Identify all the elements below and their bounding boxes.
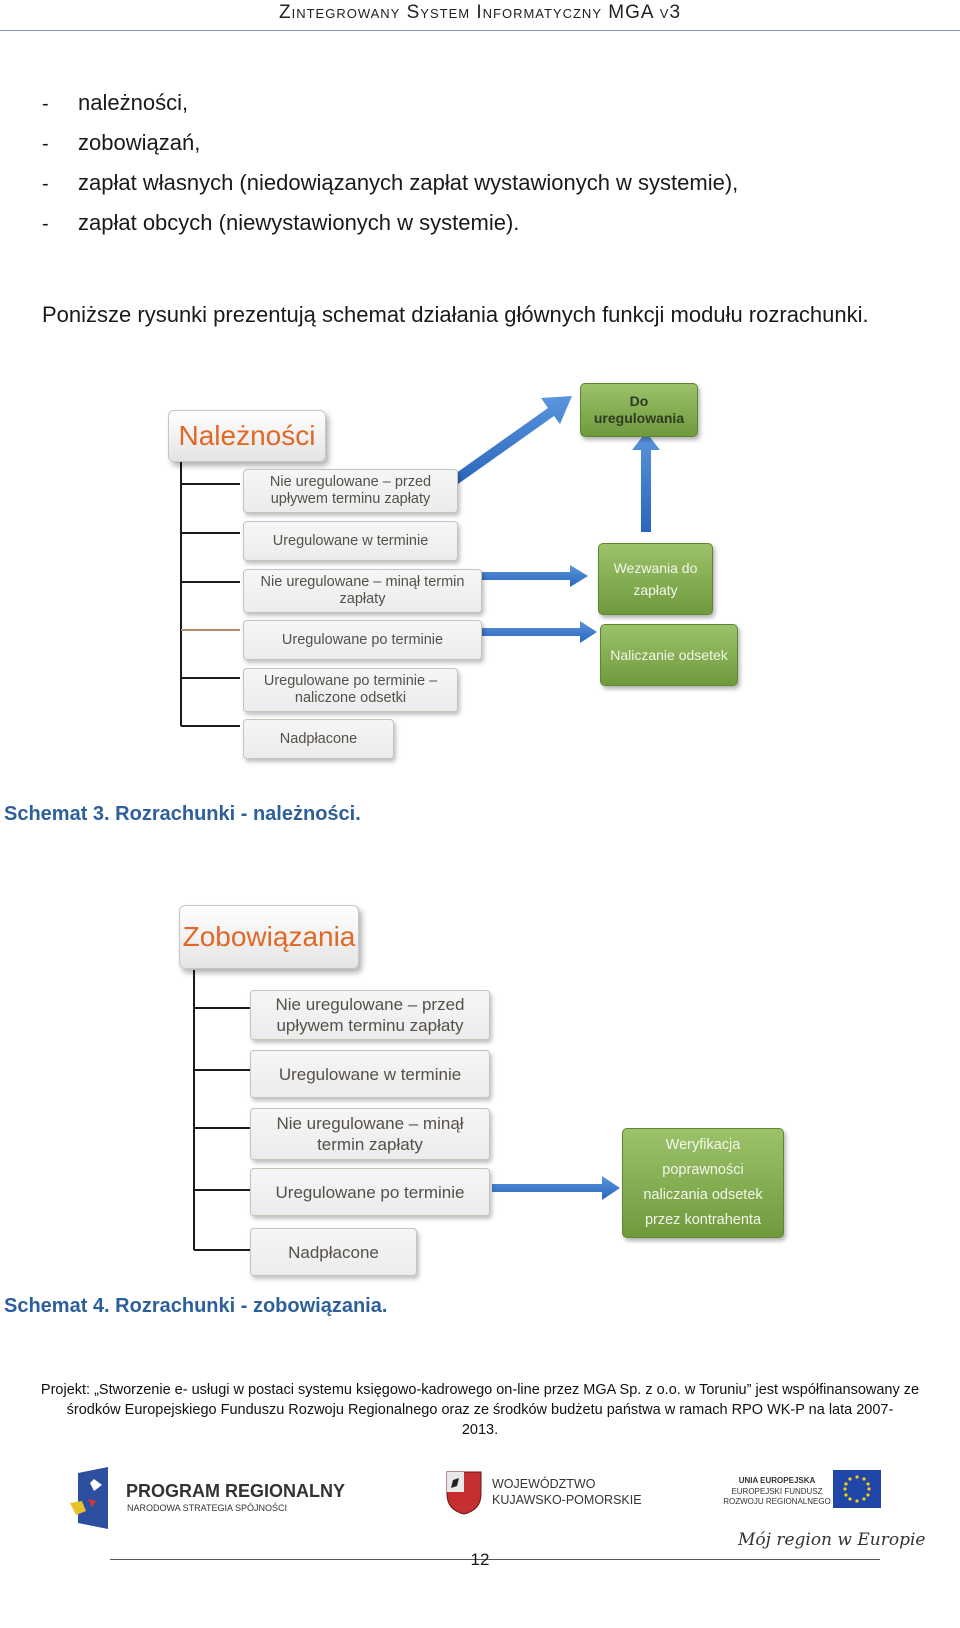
schema-3-target-wezwania: Wezwania do zapłaty: [598, 543, 713, 615]
footer-line: środków Europejskiego Funduszu Rozwoju R…: [66, 1402, 894, 1418]
bullet-dash: -: [42, 173, 49, 195]
bullet-dash: -: [42, 93, 49, 115]
schema-3-node: Uregulowane w terminie: [243, 521, 458, 561]
program-regionalny-subtitle: NARODOWA STRATEGIA SPÓJNOŚCI: [127, 1503, 288, 1513]
bullet-dash: -: [42, 133, 49, 155]
page-number: 12: [470, 1550, 490, 1569]
program-regionalny-logo-icon: [70, 1467, 108, 1529]
schema-3-node: Nie uregulowane – minął termin zapłaty: [243, 569, 482, 613]
schema-3-node: Nie uregulowane – przed upływem terminu …: [243, 469, 458, 513]
program-regionalny-title: PROGRAM REGIONALNY: [126, 1481, 346, 1501]
footer-divider: [110, 1559, 880, 1560]
schema-4-caption: Schemat 4. Rozrachunki - zobowiązania.: [4, 1295, 388, 1317]
bullet-dash: -: [42, 213, 49, 235]
schema-3-connectors: [180, 396, 660, 727]
intro-paragraph: Poniższe rysunki prezentują schemat dzia…: [42, 302, 869, 327]
schema-4-target-weryfikacja: Weryfikacja poprawności naliczania odset…: [622, 1128, 784, 1238]
schema-4-node: Uregulowane po terminie: [250, 1168, 490, 1216]
bullet-text: zapłat obcych (niewystawionych w systemi…: [78, 210, 520, 235]
schema-4-node: Uregulowane w terminie: [250, 1050, 490, 1098]
eu-flag-icon: [833, 1470, 881, 1508]
region-slogan: Mój region w Europie: [738, 1530, 926, 1550]
bullet-text: zobowiązań,: [78, 130, 201, 155]
schema-3-caption: Schemat 3. Rozrachunki - należności.: [4, 803, 361, 825]
header-divider: [0, 30, 960, 31]
footer-line: 2013.: [461, 1422, 499, 1438]
schema-4-title-box: Zobowiązania: [179, 905, 359, 969]
bullet-text: należności,: [78, 90, 189, 115]
schema-3-title-box: Należności: [168, 410, 326, 462]
schema-3-node: Uregulowane po terminie – naliczone odse…: [243, 668, 458, 712]
wojewodztwo-line-2: KUJAWSKO-POMORSKIE: [492, 1493, 642, 1507]
ue-line-1: UNIA EUROPEJSKA: [738, 1476, 816, 1485]
schema-3-target-naliczanie: Naliczanie odsetek: [600, 624, 738, 686]
footer-line: Projekt: „Stworzenie e- usługi w postaci…: [40, 1382, 920, 1398]
schema-4-node: Nie uregulowane – przed upływem terminu …: [250, 990, 490, 1040]
schema-3-node: Nadpłacone: [243, 719, 394, 759]
page-header-title: Zintegrowany System Informatyczny MGA v3: [278, 2, 682, 23]
coat-of-arms-icon: [446, 1471, 482, 1515]
schema-4-connectors: [193, 970, 620, 1251]
bullet-text: zapłat własnych (niedowiązanych zapłat w…: [78, 170, 739, 195]
schema-3-target-do-uregulowania: Do uregulowania: [580, 383, 698, 437]
wojewodztwo-line-1: WOJEWÓDZTWO: [492, 1477, 596, 1491]
schema-4-node: Nadpłacone: [250, 1228, 417, 1276]
ue-line-3: ROZWOJU REGIONALNEGO: [723, 1497, 831, 1506]
schema-4-node: Nie uregulowane – minął termin zapłaty: [250, 1108, 490, 1160]
ue-line-2: EUROPEJSKI FUNDUSZ: [731, 1487, 823, 1496]
schema-3-node: Uregulowane po terminie: [243, 620, 482, 660]
